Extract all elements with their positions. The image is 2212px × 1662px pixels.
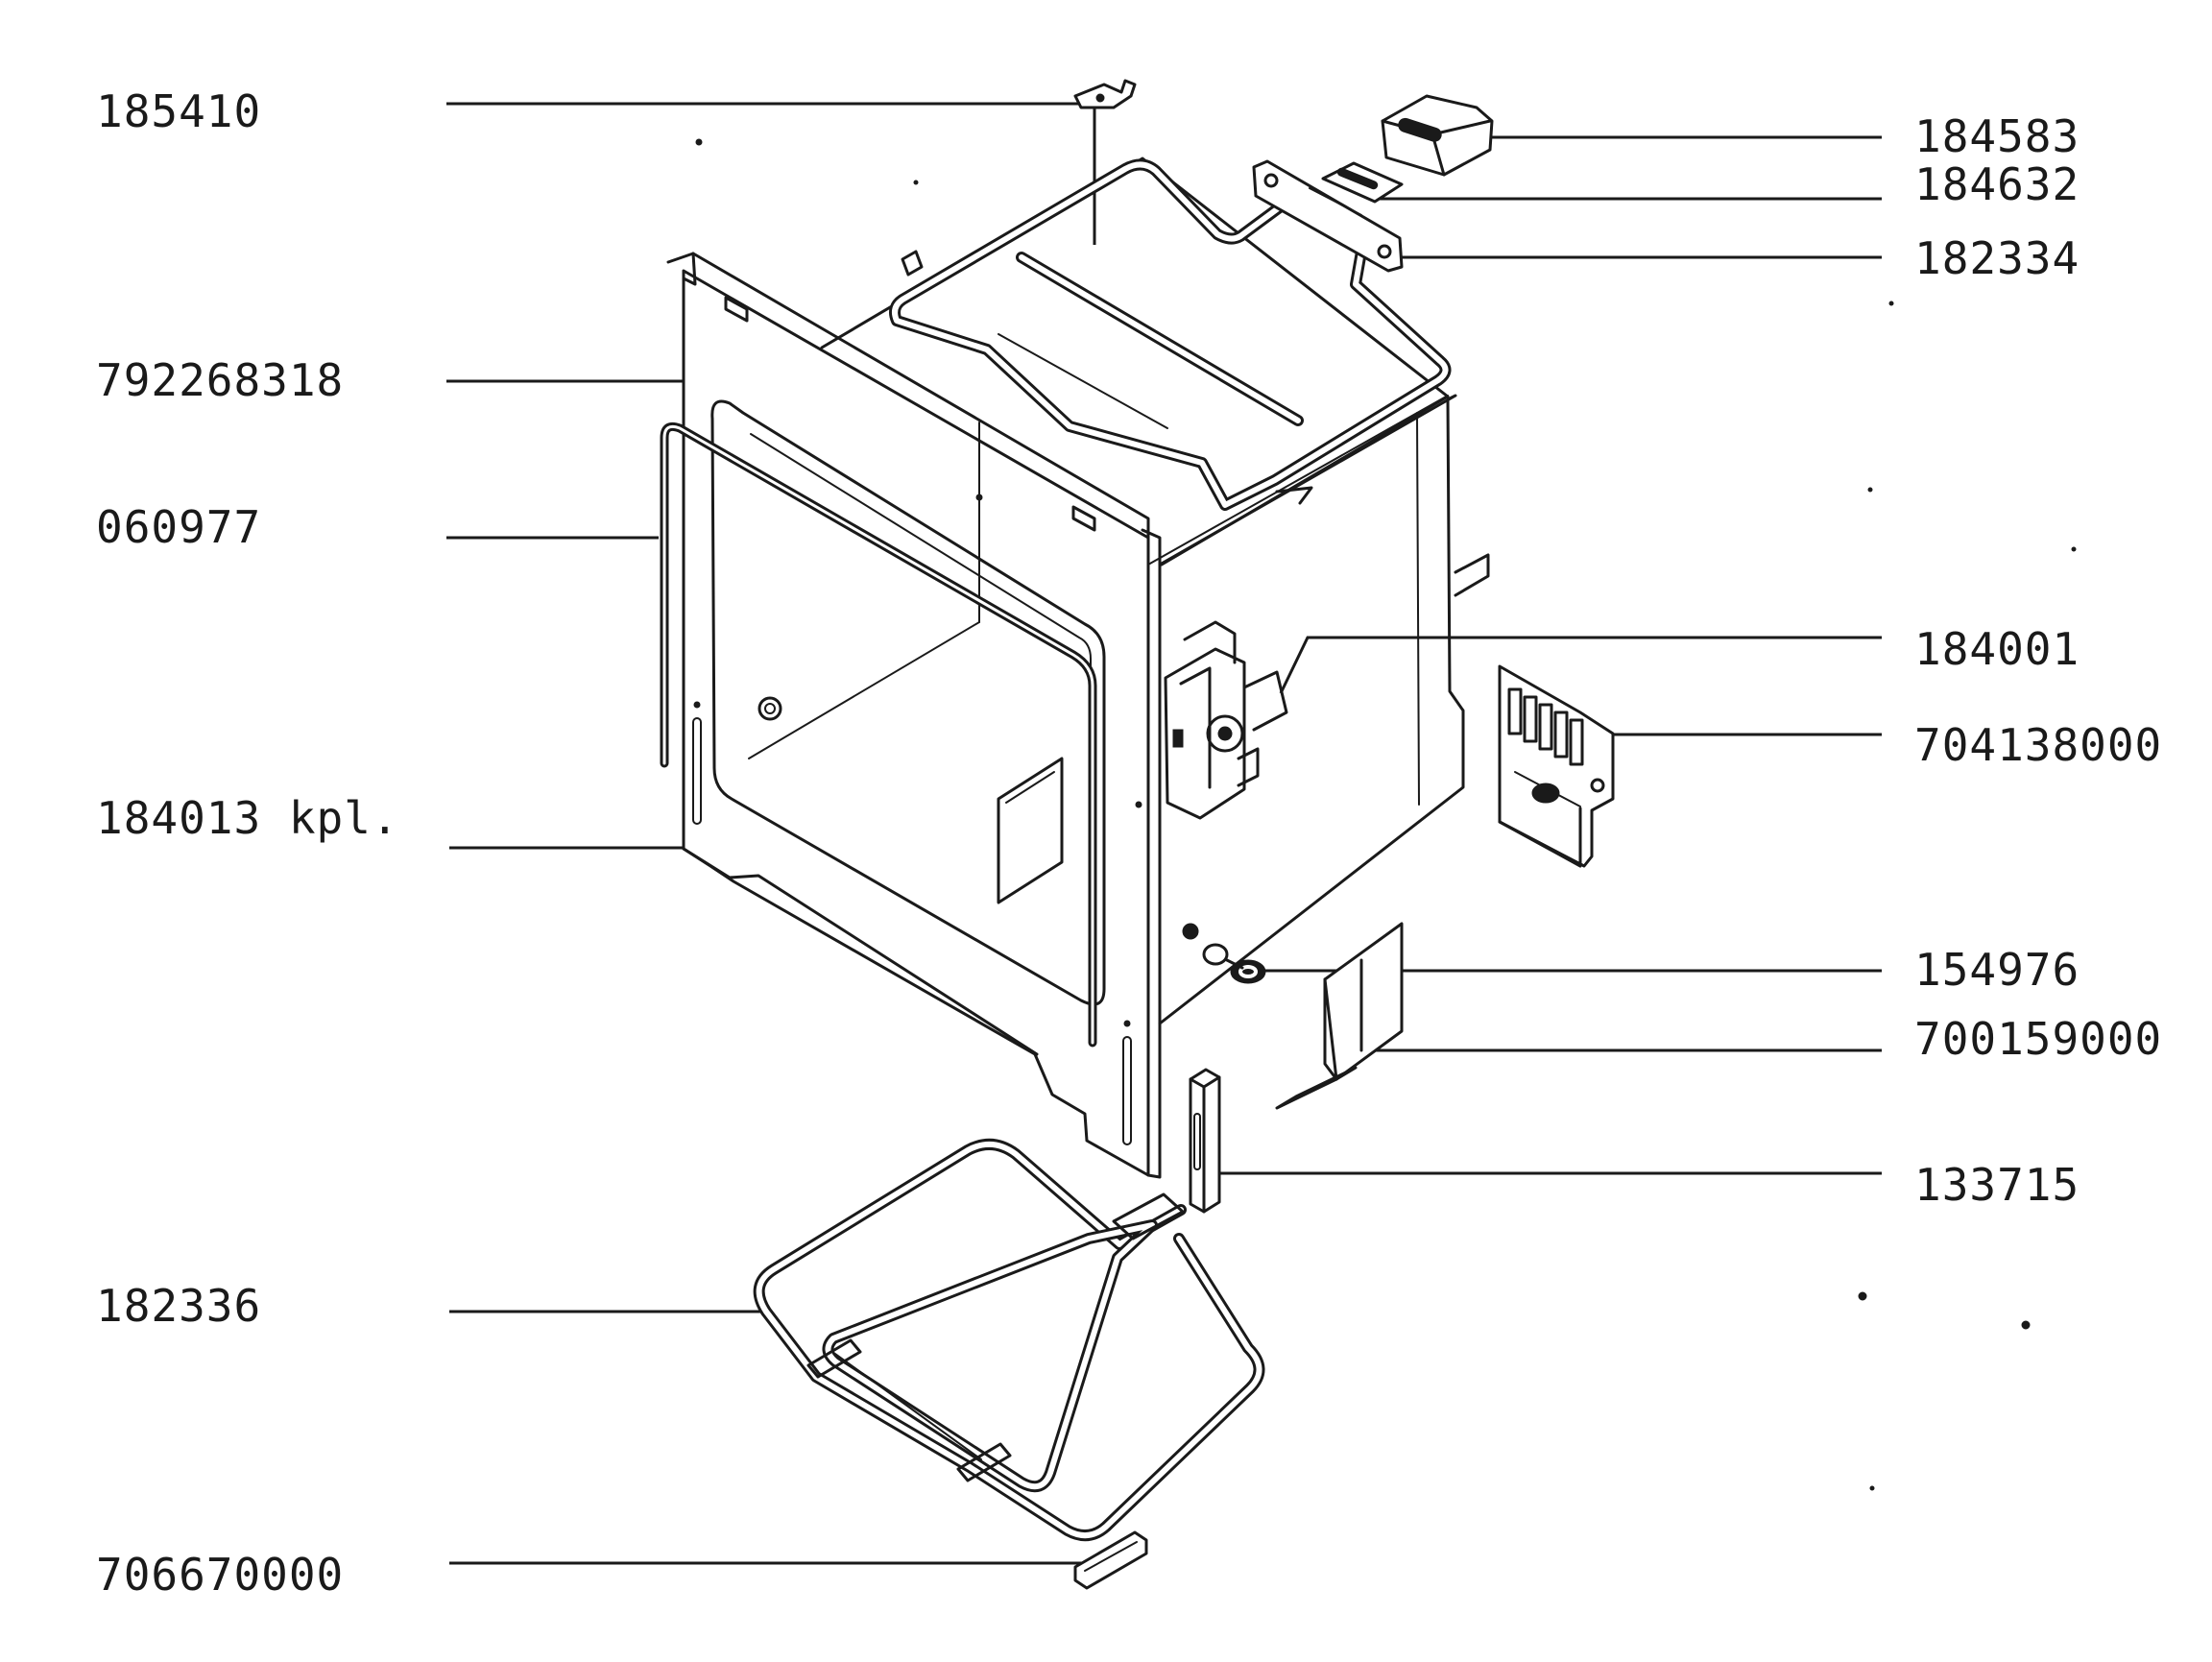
part-label-184013-kpl: 184013 kpl. bbox=[96, 792, 399, 844]
part-label-060977: 060977 bbox=[96, 501, 261, 553]
part-label-704138000: 704138000 bbox=[1914, 719, 2162, 771]
lamp-cover-184013 bbox=[997, 757, 1064, 904]
flange-plate-182334 bbox=[1252, 159, 1404, 273]
connector-133715 bbox=[1189, 1068, 1221, 1214]
part-label-133715: 133715 bbox=[1914, 1159, 2080, 1211]
gasket-184632 bbox=[1321, 161, 1404, 204]
cavity-right-wall bbox=[1158, 394, 1465, 1025]
part-label-182334: 182334 bbox=[1914, 232, 2080, 284]
door-seal-060977 bbox=[660, 422, 1097, 1048]
door-opening bbox=[710, 399, 1106, 1006]
scan-specks bbox=[695, 138, 2077, 1491]
part-label-700159000: 700159000 bbox=[1914, 1013, 2162, 1065]
leader-184001 bbox=[1279, 636, 1882, 694]
bracket-706670000 bbox=[1073, 1530, 1148, 1590]
part-label-184001: 184001 bbox=[1914, 623, 2080, 675]
terminal-slots bbox=[1507, 687, 1584, 766]
front-frame-plate bbox=[682, 269, 1150, 1177]
part-label-792268318: 792268318 bbox=[96, 354, 344, 406]
part-label-184632: 184632 bbox=[1914, 158, 2080, 210]
leader-lines bbox=[446, 102, 1882, 1565]
part-label-184583: 184583 bbox=[1914, 110, 2080, 162]
part-label-185410: 185410 bbox=[96, 85, 261, 137]
thermostat-184001 bbox=[1164, 620, 1288, 820]
clip-185410 bbox=[1073, 79, 1137, 109]
part-label-154976: 154976 bbox=[1914, 944, 2080, 996]
top-heater-182334 bbox=[889, 158, 1452, 511]
terminal-cover-184583 bbox=[1381, 94, 1494, 177]
lamp-holder-154976 bbox=[1182, 923, 1266, 984]
bottom-heater-182336 bbox=[753, 1139, 1265, 1542]
part-labels: 185410 792268318 060977 184013 kpl. 1823… bbox=[96, 85, 2162, 1601]
leader-185410 bbox=[446, 102, 1096, 245]
part-label-706670000: 706670000 bbox=[96, 1549, 344, 1601]
terminal-bracket-704138000 bbox=[1498, 664, 1615, 868]
part-label-182336: 182336 bbox=[96, 1280, 261, 1332]
heat-shield-700159000 bbox=[1275, 922, 1404, 1110]
